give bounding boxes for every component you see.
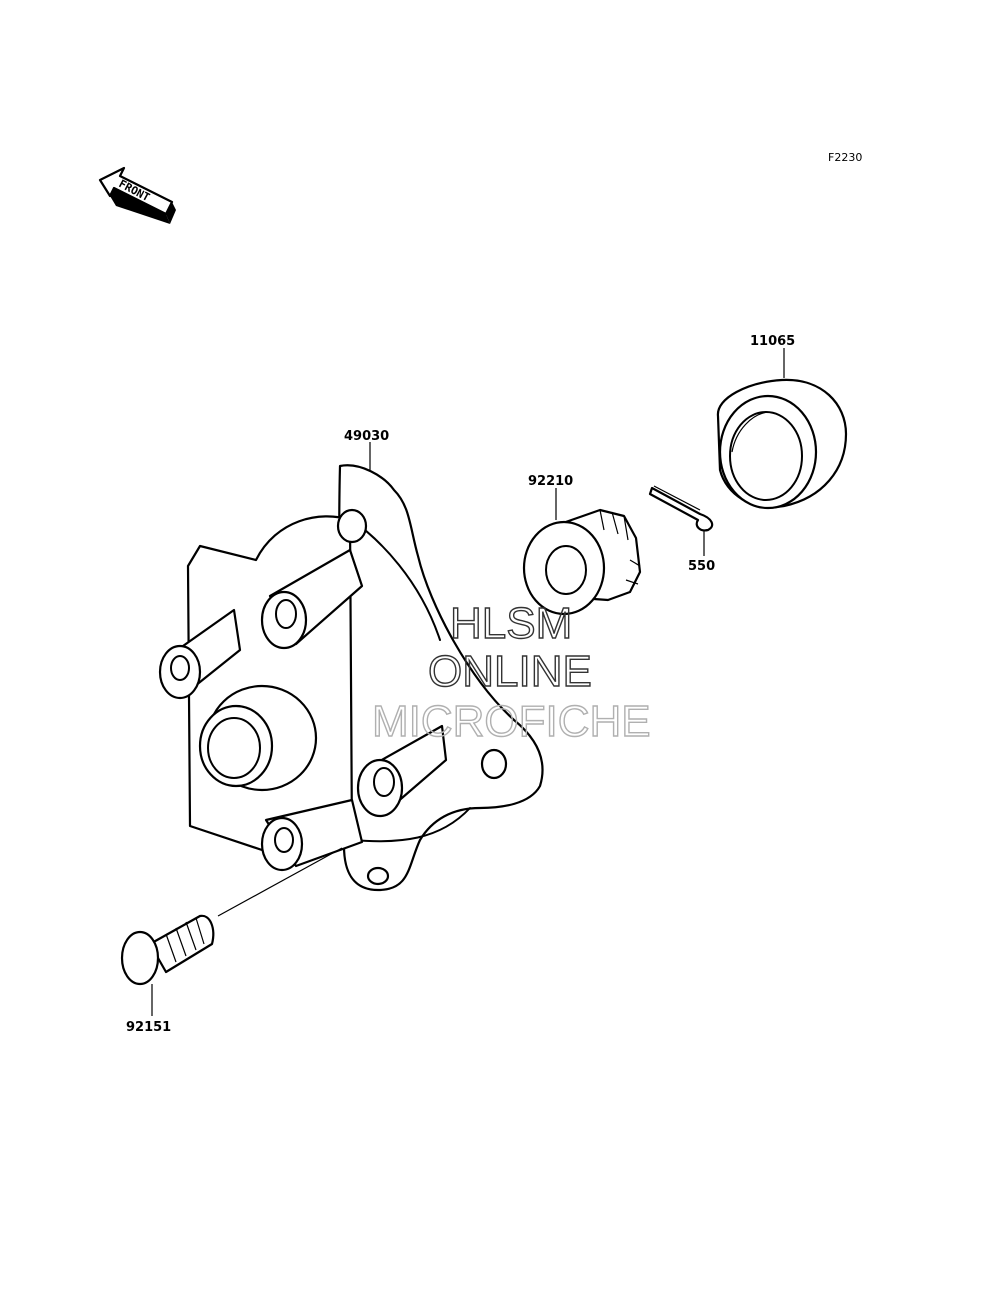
part-11065-collar	[716, 378, 848, 510]
watermark-line-2: ONLINE	[428, 647, 592, 696]
part-label-550: 550	[688, 559, 715, 574]
front-arrow-icon: FRONT	[98, 166, 176, 224]
part-label-92210: 92210	[528, 474, 573, 489]
part-550-cotter-pin	[648, 485, 714, 532]
hub-lug-left	[158, 608, 242, 700]
part-label-92151: 92151	[126, 1020, 171, 1035]
watermark-line-3: MICROFICHE	[372, 697, 651, 746]
part-label-11065: 11065	[750, 334, 795, 349]
diagram-ref-code: F2230	[828, 151, 862, 164]
part-label-49030: 49030	[344, 429, 389, 444]
hub-lug-right	[356, 724, 448, 818]
part-92210-castle-nut	[522, 508, 642, 616]
hub-lug-upper	[260, 548, 364, 650]
part-49030-hub	[158, 464, 544, 892]
part-92151-stud	[120, 914, 215, 986]
watermark: HLSM ONLINE MICROFICHE	[371, 598, 651, 746]
hub-lug-lower	[260, 798, 364, 872]
watermark-line-1: HLSM	[450, 599, 572, 648]
